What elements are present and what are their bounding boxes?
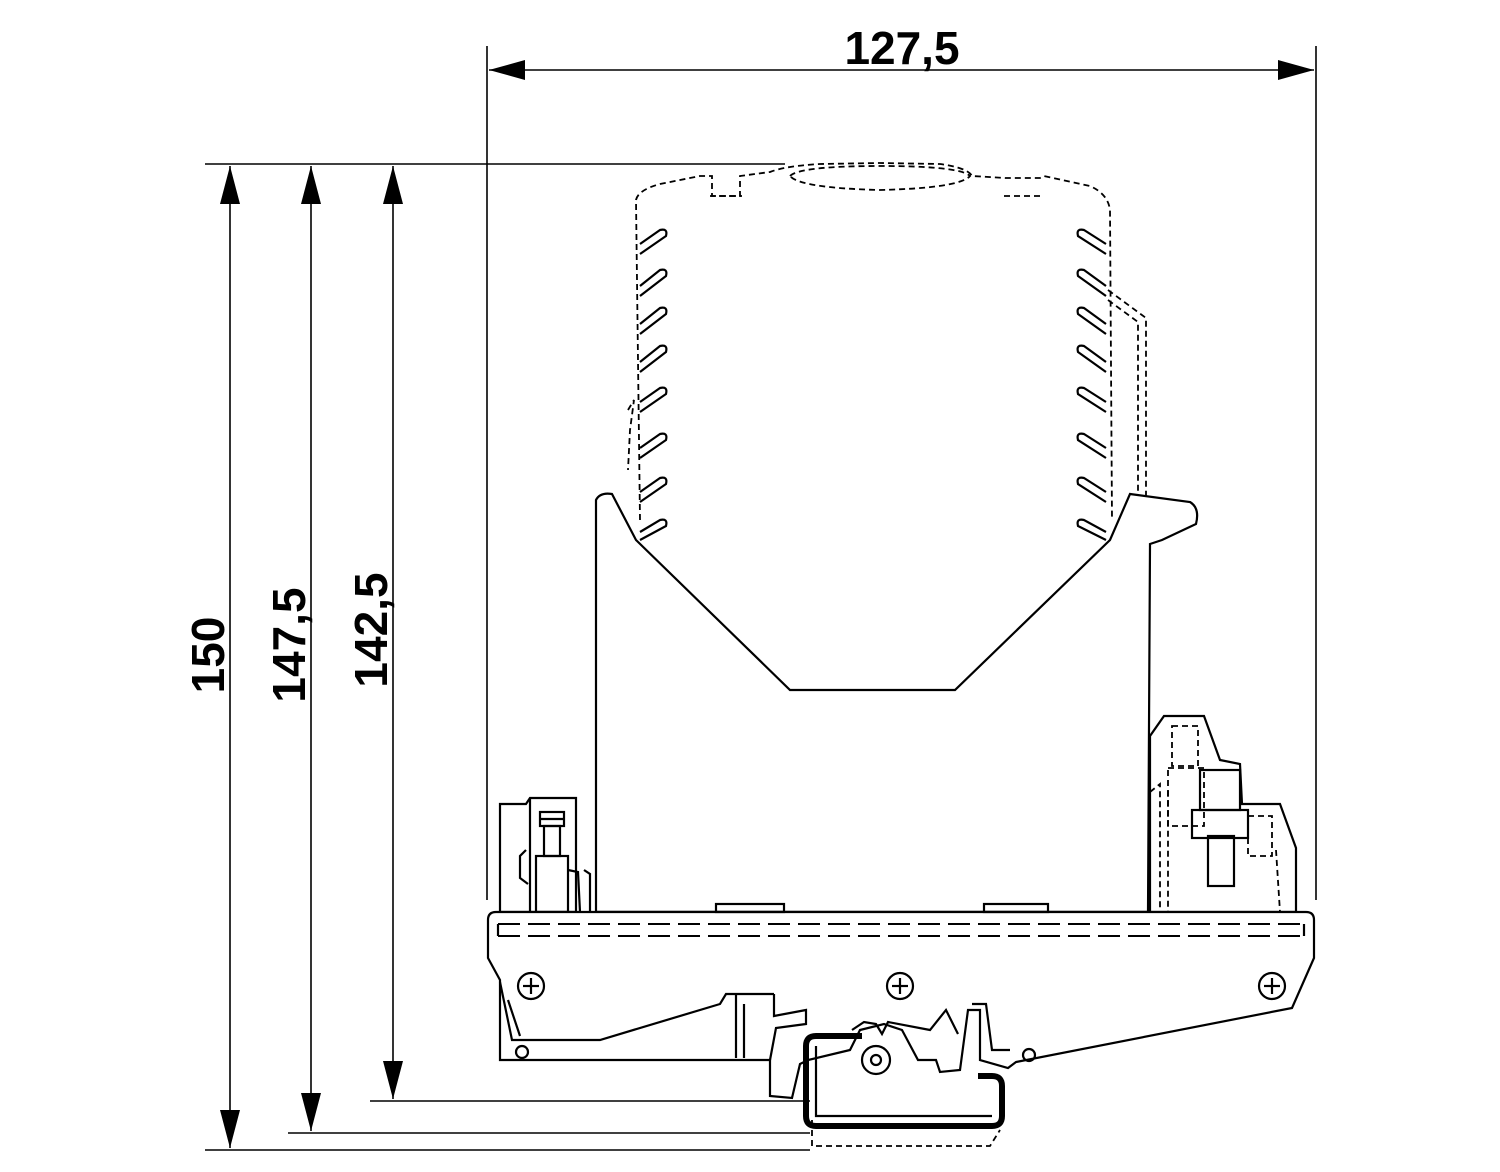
left-terminal-spring xyxy=(518,849,529,885)
base-screw-center xyxy=(885,971,915,1001)
height-min-arrow-bottom xyxy=(383,1061,403,1099)
base-latch-left-slide xyxy=(734,994,808,1061)
din-rail-hidden-edge xyxy=(811,1120,1001,1147)
height-mid-arrow-top xyxy=(301,166,321,204)
base-plate-body xyxy=(486,910,1316,1100)
din-rail-inner-edge xyxy=(814,1046,992,1118)
base-center-clip xyxy=(851,1007,959,1037)
height-dimensions: 150 147,5 142,5 xyxy=(182,163,810,1151)
width-arrow-left xyxy=(489,60,525,80)
right-terminal-screw-upper xyxy=(1171,725,1199,767)
relay-module xyxy=(627,162,1147,541)
base-latch-hole-right xyxy=(1021,1047,1037,1063)
holder-frame xyxy=(594,492,1199,914)
relay-side-lever xyxy=(1107,289,1147,500)
relay-side-lever-inner xyxy=(1107,299,1139,500)
right-terminal-clamp-upper xyxy=(1167,767,1205,827)
base-center-clip-ring xyxy=(860,1044,892,1076)
width-dimension: 127,5 xyxy=(486,22,1317,900)
relay-top-handle xyxy=(788,165,972,191)
height-total-arrow-top xyxy=(220,166,240,204)
height-min-arrow-top xyxy=(383,166,403,204)
base-plate xyxy=(486,902,1316,1100)
base-latch-hole-left xyxy=(514,1044,530,1060)
height-mid-label: 147,5 xyxy=(263,587,315,702)
right-terminal-clamp-lower xyxy=(1206,834,1236,888)
relay-vents-right xyxy=(1076,228,1107,541)
base-pad-right xyxy=(982,902,1050,914)
base-pad-left xyxy=(714,902,786,914)
base-latch-left xyxy=(498,981,774,1042)
base-screw-left xyxy=(516,971,546,1001)
width-dimension-label: 127,5 xyxy=(844,22,959,74)
relay-vents-left xyxy=(639,228,668,541)
width-arrow-right xyxy=(1278,60,1314,80)
base-screw-right xyxy=(1257,971,1287,1001)
height-total-label: 150 xyxy=(182,617,234,694)
relay-left-detail xyxy=(627,399,635,471)
right-terminal-housing xyxy=(1148,714,1298,914)
base-holder xyxy=(594,492,1199,914)
base-latch-right xyxy=(972,1002,1010,1052)
relay-outline xyxy=(635,162,1113,521)
din-rail xyxy=(803,1033,1005,1147)
height-total-arrow-bottom xyxy=(220,1110,240,1148)
right-terminal-screw-lower xyxy=(1247,815,1273,857)
din-rail-profile xyxy=(803,1033,1005,1129)
height-min-label: 142,5 xyxy=(345,572,397,687)
height-mid-arrow-bottom xyxy=(301,1093,321,1131)
